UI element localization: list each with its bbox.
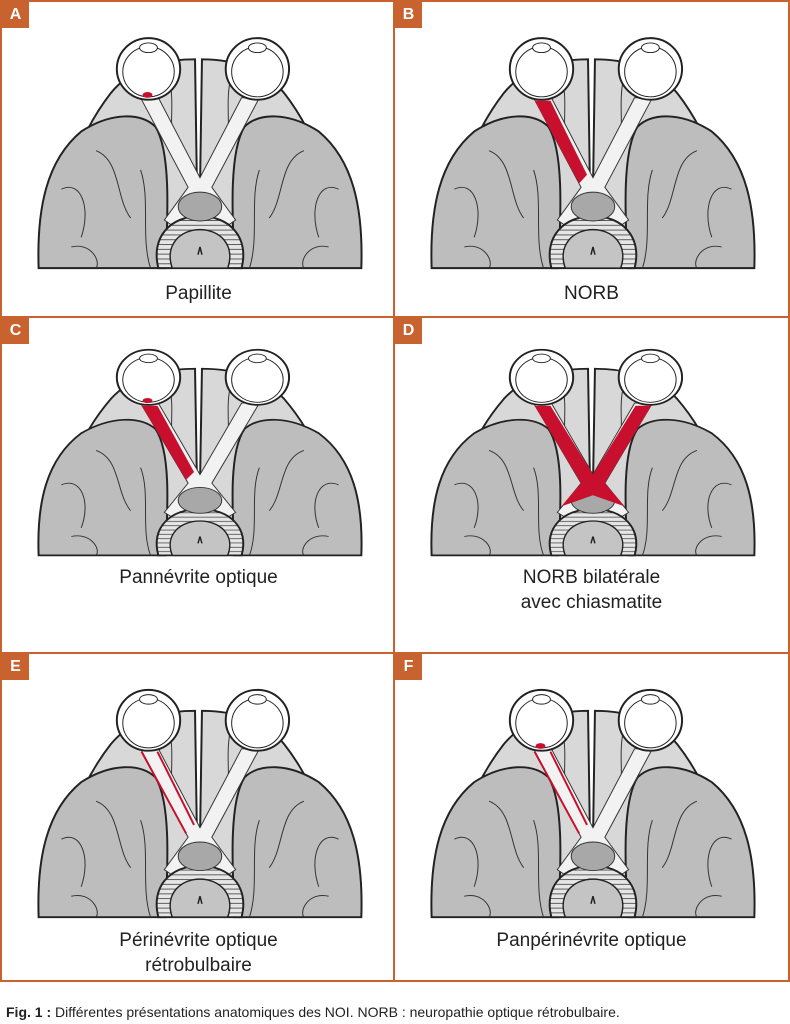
- brain-illustration: [430, 688, 756, 919]
- brain-illustration: [37, 688, 363, 919]
- caption-line: NORB bilatérale: [522, 567, 661, 588]
- bilateral-chiasm-lesion: [534, 405, 652, 507]
- panel-label: E: [2, 654, 29, 680]
- panel-label: C: [2, 318, 29, 344]
- papilla-lesion: [142, 397, 153, 404]
- caption-line: Périnévrite optique: [119, 930, 278, 951]
- caption-line: avec chiasmatite: [520, 592, 663, 613]
- panel-label: B: [395, 2, 422, 28]
- panel-e: E Périnévrite optique rétrobulbaire: [0, 652, 397, 982]
- brain-illustration: [430, 37, 756, 270]
- caption-line: NORB: [564, 283, 619, 304]
- panel-label: D: [395, 318, 422, 344]
- panel-d: D NORB bilatérale avec chiasmatite: [393, 316, 790, 654]
- panel-label: F: [395, 654, 422, 680]
- figure-caption: Fig. 1 : Différentes présentations anato…: [6, 1004, 620, 1020]
- nerve-lesion: [141, 405, 195, 480]
- papilla-lesion: [142, 92, 153, 98]
- panel-label: A: [2, 2, 29, 28]
- brain-illustration: [37, 348, 363, 557]
- figure-grid: A Papillite B NORB C Pannévrite optique …: [0, 0, 790, 982]
- panel-a: A Papillite: [0, 0, 397, 318]
- panel-caption: NORB bilatérale avec chiasmatite: [395, 565, 788, 615]
- panel-caption: Périnévrite optique rétrobulbaire: [2, 928, 395, 978]
- papilla-lesion: [535, 743, 546, 749]
- caption-text: Différentes présentations anatomiques de…: [51, 1004, 620, 1020]
- caption-line: Papillite: [165, 283, 232, 304]
- panel-caption: Pannévrite optique: [2, 565, 395, 590]
- panel-f: F Panpérinévrite optique: [393, 652, 790, 982]
- caption-line: rétrobulbaire: [145, 955, 252, 976]
- panel-caption: NORB: [395, 281, 788, 306]
- panel-caption: Panpérinévrite optique: [395, 928, 788, 953]
- caption-label: Fig. 1 :: [6, 1004, 52, 1020]
- panel-caption: Papillite: [2, 281, 395, 306]
- sheath-lesion: [533, 751, 588, 834]
- nerve-lesion: [534, 100, 588, 184]
- sheath-lesion: [140, 751, 195, 834]
- caption-line: Pannévrite optique: [119, 567, 278, 588]
- panel-b: B NORB: [393, 0, 790, 318]
- panel-c: C Pannévrite optique: [0, 316, 397, 654]
- caption-line: Panpérinévrite optique: [496, 930, 687, 951]
- brain-illustration: [37, 37, 363, 270]
- brain-illustration: [430, 348, 756, 557]
